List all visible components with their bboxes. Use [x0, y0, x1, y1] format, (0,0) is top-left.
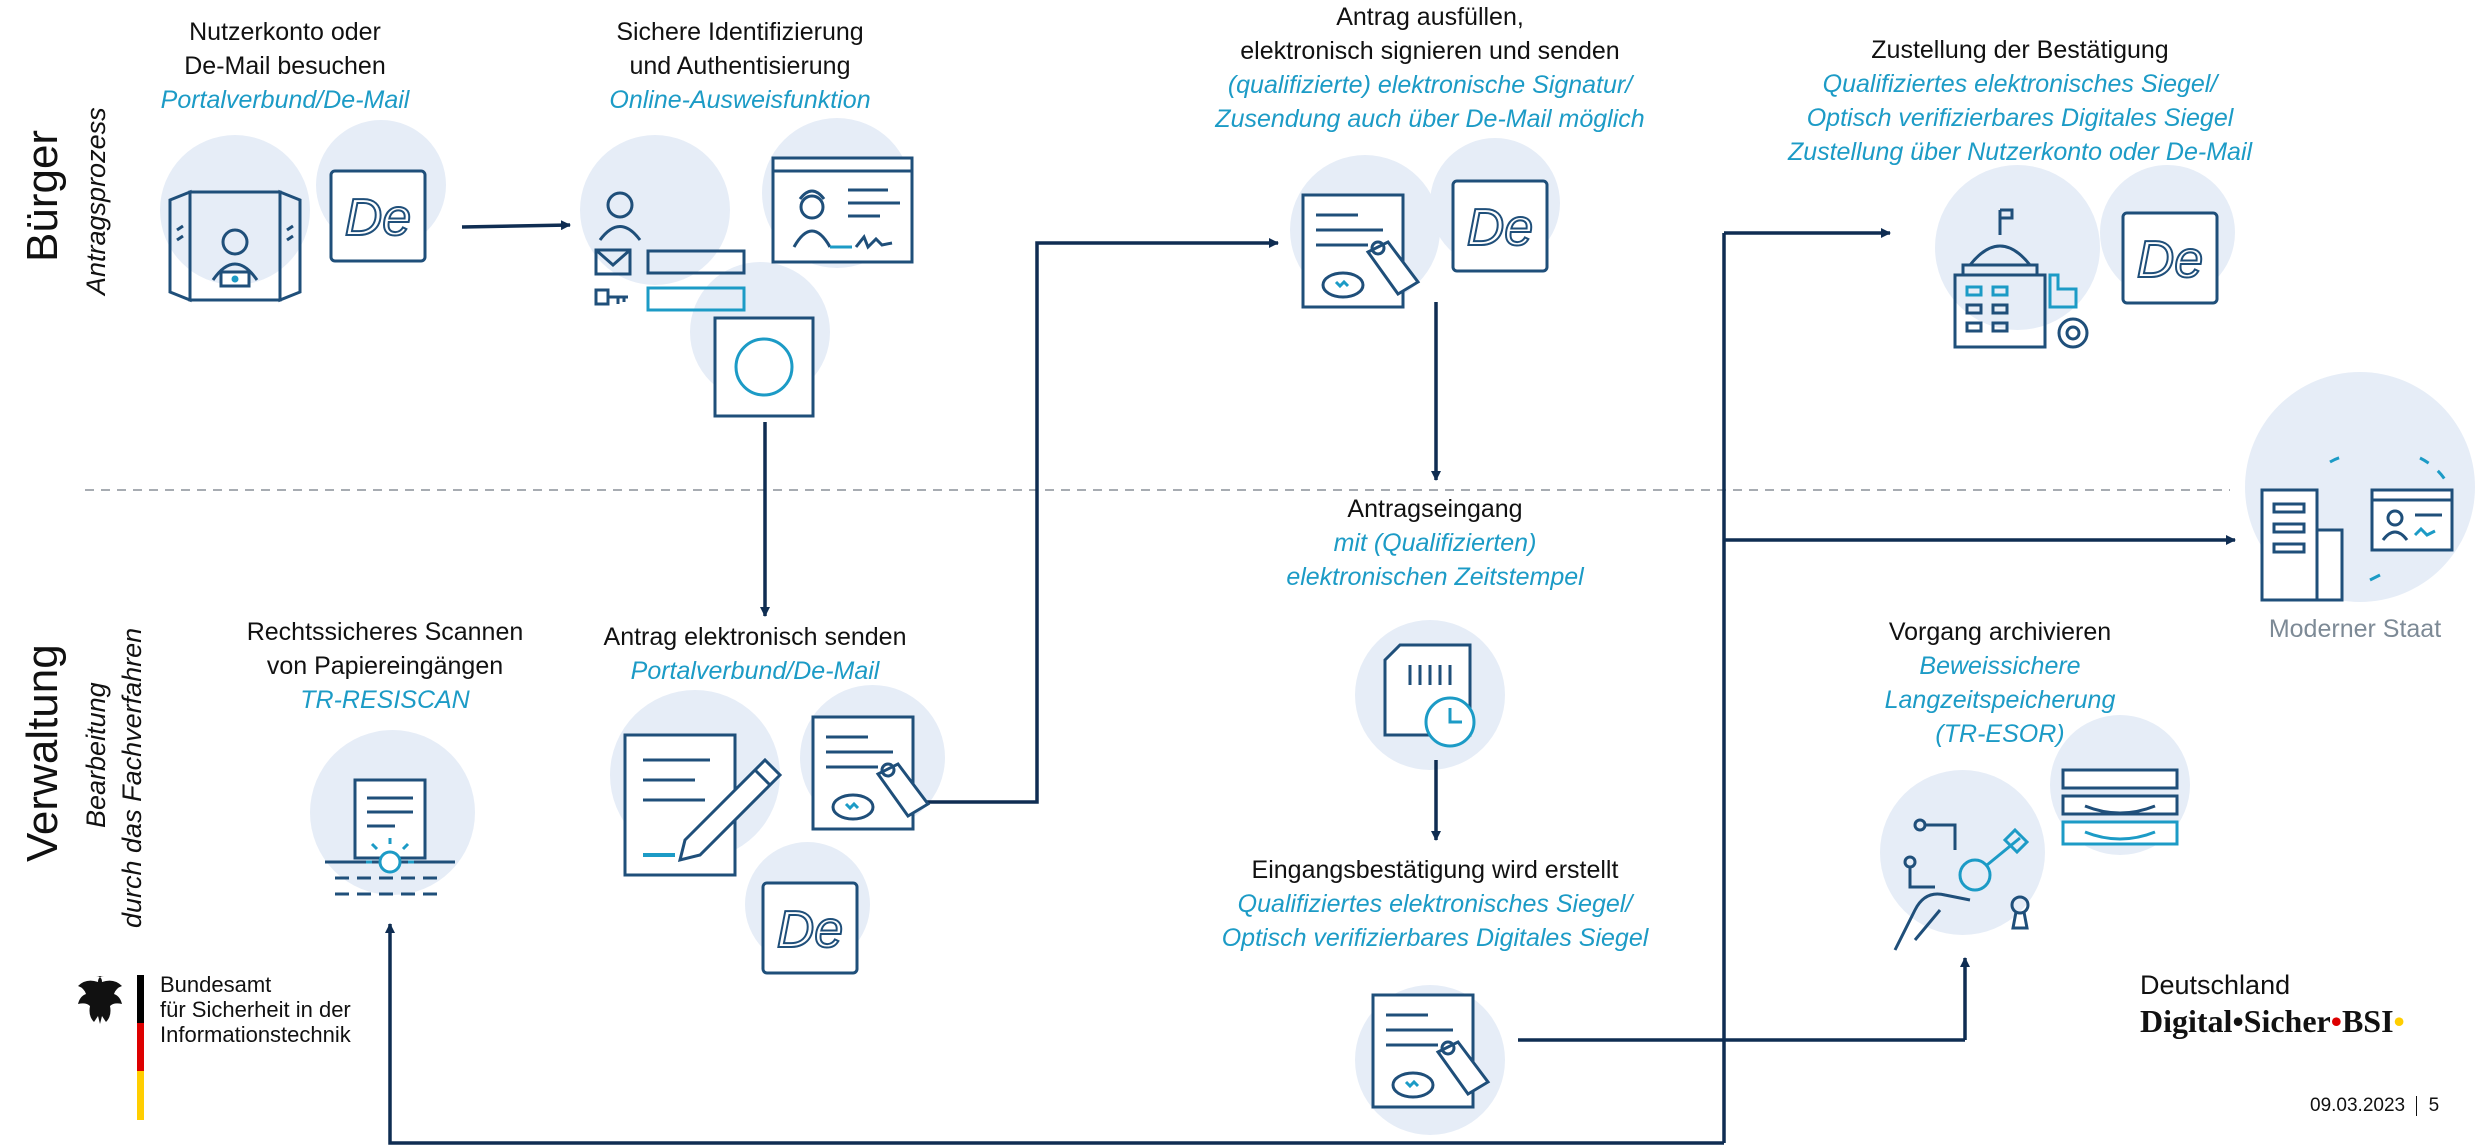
step-archivieren-text: Vorgang archivieren Beweissichere Langze… — [1850, 615, 2150, 751]
step-moderner-staat-line1: Moderner Staat — [2268, 615, 2442, 643]
archive-tray-icon — [2055, 760, 2185, 870]
step-zustellung-sub2: Optisch verifizierbares Digitales Siegel — [1806, 104, 2234, 132]
step-scannen-line1: Rechtssicheres Scannen — [246, 618, 524, 646]
step-antrag-ausfuellen-line2: elektronisch signieren und senden — [1240, 37, 1620, 65]
step-identifizierung-sub1: Online-Ausweisfunktion — [609, 86, 871, 114]
id-card-icon — [770, 155, 915, 265]
brand-sep-1: • — [2232, 1003, 2244, 1039]
demail-label: De — [1467, 199, 1533, 257]
brand-word-sicher: Sicher — [2243, 1003, 2331, 1039]
step-scannen-text: Rechtssicheres Scannen von Papiereingäng… — [215, 615, 555, 717]
federal-eagle-icon — [68, 972, 124, 1028]
step-antrag-senden-text: Antrag elektronisch senden Portalverbund… — [575, 620, 935, 688]
write-form-icon — [615, 730, 790, 880]
demail-icon: De — [760, 880, 860, 976]
flag-gold — [137, 1071, 144, 1120]
step-zustellung-line1: Zustellung der Bestätigung — [1871, 36, 2169, 64]
demail-label: De — [345, 189, 411, 247]
timestamp-icon — [1375, 640, 1490, 755]
step-scannen-sub1: TR-RESISCAN — [300, 686, 470, 714]
step-identifizierung-line1: Sichere Identifizierung — [616, 18, 864, 46]
footer-separator — [2416, 1095, 2418, 1116]
ausweis-chip-icon — [712, 315, 816, 419]
circle-zustellung — [1935, 165, 2100, 330]
brand-word-bsi: BSI — [2341, 1003, 2394, 1039]
step-archivieren-line1: Vorgang archivieren — [1888, 618, 2112, 646]
step-identifizierung-line2: und Authentisierung — [629, 52, 851, 80]
step-scannen-line2: von Papiereingängen — [266, 652, 504, 680]
flag-black — [137, 975, 144, 1023]
brand-line2: Digital•Sicher•BSI• — [2140, 1002, 2405, 1040]
step-nutzerkonto-text: Nutzerkonto oder De-Mail besuchen Portal… — [110, 15, 460, 117]
bsi-name-line3: Informationstechnik — [160, 1022, 351, 1047]
government-building-icon — [1945, 205, 2105, 355]
demail-label: De — [2137, 231, 2203, 289]
step-eingangsbestaetigung-line1: Eingangsbestätigung wird erstellt — [1251, 856, 1619, 884]
circle-identifizierung — [580, 135, 730, 285]
brand-word-digital: Digital — [2140, 1003, 2233, 1039]
bsi-name-line2: für Sicherheit in der — [160, 997, 351, 1022]
step-antragseingang-sub2: elektronischen Zeitstempel — [1286, 563, 1584, 591]
step-eingangsbestaetigung-sub2: Optisch verifizierbares Digitales Siegel — [1221, 924, 1649, 952]
campaign-brand: Deutschland Digital•Sicher•BSI• — [2140, 968, 2405, 1040]
step-nutzerkonto-line2: De-Mail besuchen — [184, 52, 386, 80]
step-antrag-ausfuellen-line1: Antrag ausfüllen, — [1336, 3, 1524, 31]
brand-sep-3: • — [2393, 1003, 2405, 1039]
step-antrag-ausfuellen-sub2: Zusendung auch über De-Mail möglich — [1215, 105, 1645, 133]
brand-sep-2: • — [2330, 1003, 2342, 1039]
step-zustellung-text: Zustellung der Bestätigung Qualifizierte… — [1760, 33, 2280, 169]
step-archivieren-sub3: (TR-ESOR) — [1935, 720, 2065, 748]
step-antrag-ausfuellen-sub1: (qualifizierte) elektronische Signatur/ — [1227, 71, 1633, 99]
archive-key-icon — [1885, 800, 2050, 955]
demail-label: De — [777, 901, 843, 959]
scanner-icon — [315, 770, 465, 910]
step-nutzerkonto-sub1: Portalverbund/De-Mail — [160, 86, 410, 114]
step-antragseingang-line1: Antragseingang — [1347, 495, 1523, 523]
step-nutzerkonto-line1: Nutzerkonto oder — [189, 18, 381, 46]
flag-bar — [137, 975, 144, 1120]
flag-red — [137, 1023, 144, 1071]
bsi-name: Bundesamt für Sicherheit in der Informat… — [160, 972, 351, 1047]
signed-document-icon — [1298, 190, 1428, 315]
slide-page-number: 5 — [2428, 1095, 2440, 1116]
bsi-name-line1: Bundesamt — [160, 972, 272, 997]
arrow-feedback-to-scannen — [385, 923, 1724, 1145]
step-eingangsbestaetigung-sub1: Qualifiziertes elektronisches Siegel/ — [1237, 890, 1633, 918]
step-identifizierung-text: Sichere Identifizierung und Authentisier… — [560, 15, 920, 117]
arrow-nutzerkonto-to-identifizierung — [461, 220, 571, 231]
sealed-document-icon — [1368, 990, 1498, 1115]
step-antrag-ausfuellen-text: Antrag ausfüllen, elektronisch signieren… — [1180, 0, 1680, 136]
slide-footer: 09.03.2023 5 — [2310, 1094, 2439, 1118]
circle-nutzerkonto — [160, 135, 310, 285]
arrow-senden-to-ausfuellen — [922, 238, 1279, 804]
signed-document-icon — [808, 712, 938, 837]
demail-icon: De — [328, 168, 428, 264]
step-zustellung-sub1: Qualifiziertes elektronisches Siegel/ — [1822, 70, 2218, 98]
portal-window-icon — [165, 180, 305, 310]
step-archivieren-sub1: Beweissichere — [1919, 652, 2081, 680]
step-archivieren-sub2: Langzeitspeicherung — [1884, 686, 2116, 714]
modern-state-icon — [2250, 440, 2465, 610]
brand-line1: Deutschland — [2140, 970, 2291, 1000]
demail-icon: De — [2120, 210, 2220, 306]
demail-icon: De — [1450, 178, 1550, 274]
step-antrag-senden-line1: Antrag elektronisch senden — [603, 623, 907, 651]
step-zustellung-sub3: Zustellung über Nutzerkonto oder De-Mail — [1787, 138, 2253, 166]
step-antrag-senden-sub1: Portalverbund/De-Mail — [630, 657, 880, 685]
login-user-icon — [590, 185, 750, 320]
step-moderner-staat-text: Moderner Staat — [2230, 612, 2480, 646]
step-eingangsbestaetigung-text: Eingangsbestätigung wird erstellt Qualif… — [1195, 853, 1675, 955]
slide-date: 09.03.2023 — [2310, 1095, 2406, 1116]
step-antragseingang-sub1: mit (Qualifizierten) — [1333, 529, 1537, 557]
step-antragseingang-text: Antragseingang mit (Qualifizierten) elek… — [1230, 492, 1640, 594]
